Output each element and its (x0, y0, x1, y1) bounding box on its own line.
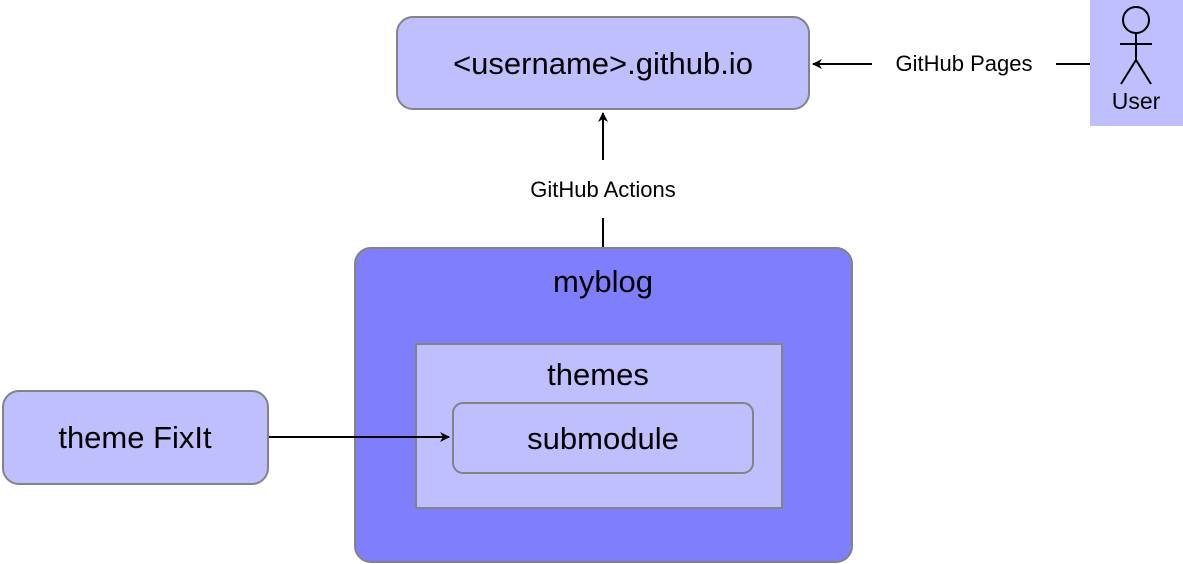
site-label: <username>.github.io (453, 46, 753, 81)
submodule-box (452, 402, 754, 474)
stick-figure-icon (1120, 6, 1152, 85)
user-actor-box (1090, 0, 1183, 126)
theme-label: theme FixIt (58, 420, 212, 455)
pages-edge-label: GitHub Pages (896, 51, 1033, 76)
theme-box (2, 390, 269, 485)
myblog-label: myblog (553, 264, 653, 299)
submodule-node: submodule (452, 402, 754, 474)
site-box (396, 16, 810, 110)
actions-edge-label: GitHub Actions (530, 177, 676, 202)
actions-edge: GitHub Actions (530, 112, 676, 248)
themes-label: themes (547, 357, 649, 392)
theme-node: theme FixIt (2, 390, 269, 485)
user-actor: User (1090, 0, 1183, 126)
pages-edge: GitHub Pages (812, 51, 1090, 76)
user-label: User (1112, 88, 1161, 114)
site-node: <username>.github.io (396, 16, 810, 110)
submodule-label: submodule (527, 421, 679, 456)
